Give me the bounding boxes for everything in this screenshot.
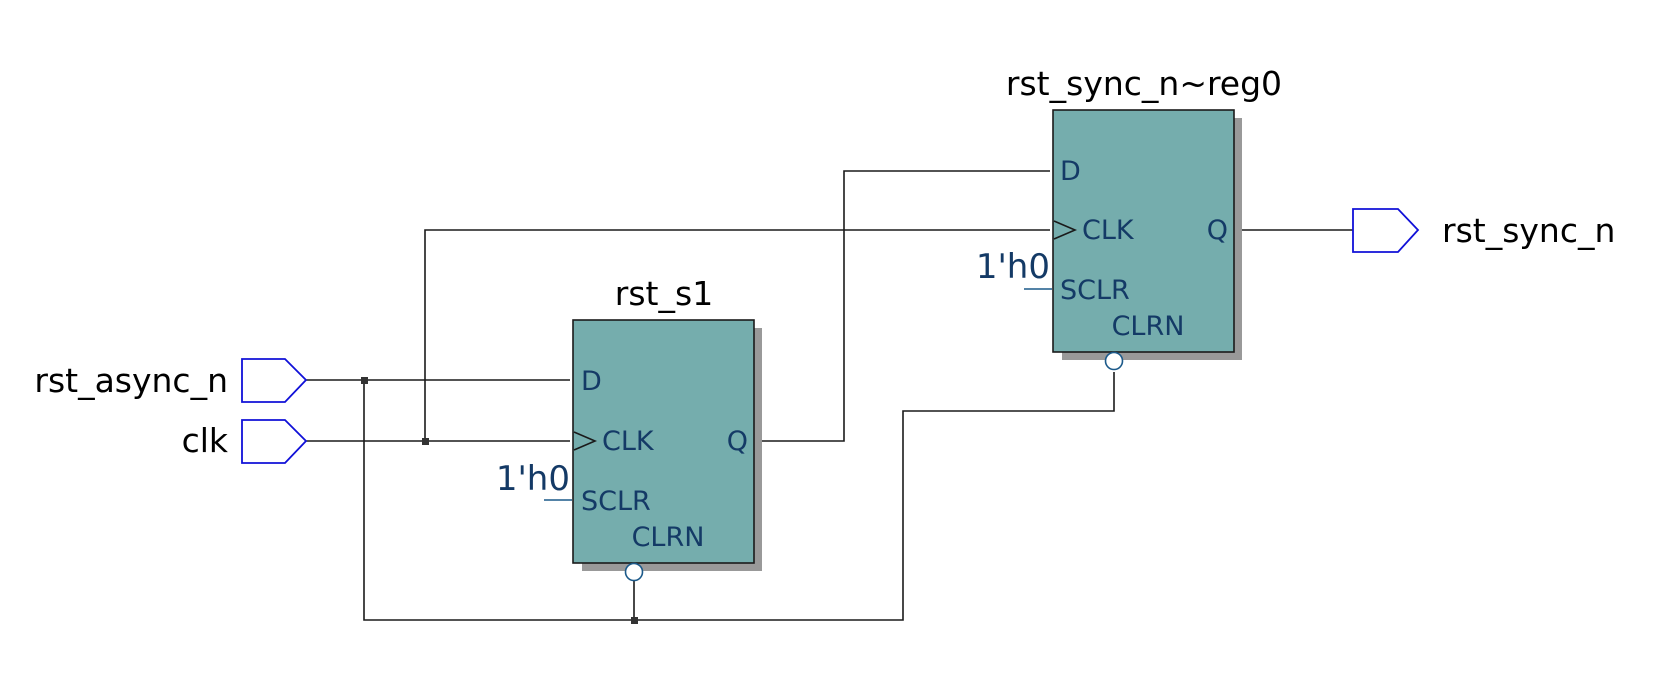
clock-input-icon [1053,220,1078,240]
pin-clk: CLK [1082,215,1135,246]
wire-clrn-net[interactable] [630,372,1115,621]
port-label-rst-async-n: rst_async_n [34,361,228,400]
port-label-clk: clk [182,421,229,460]
pin-sclr: SCLR [1060,275,1130,306]
input-port-clk[interactable]: clk [182,419,308,464]
input-port-icon [241,358,308,403]
wires [306,170,1353,624]
junction-dot [361,377,368,384]
register-title: rst_s1 [615,274,713,313]
wire-clk-to-reg0[interactable] [424,229,1050,441]
register-title: rst_sync_n~reg0 [1006,64,1282,103]
wire-s1q-to-reg0d[interactable] [755,170,1050,442]
pin-d: D [581,366,602,397]
clock-input-icon [573,431,598,451]
junction-dot [631,617,638,624]
pin-clk: CLK [602,426,655,457]
pin-q: Q [727,426,748,457]
junction-dot [422,438,429,445]
sclr-constant: 1'h0 [496,459,570,499]
register-rst-s1[interactable]: rst_s1 D CLK Q SCLR CLRN 1'h0 [496,274,762,582]
pin-q: Q [1207,215,1228,246]
port-label-rst-sync-n: rst_sync_n [1442,211,1615,250]
pin-clrn: CLRN [632,522,705,553]
input-port-icon [241,419,308,464]
sclr-constant: 1'h0 [976,247,1050,287]
pin-d: D [1060,156,1081,187]
output-port-rst-sync-n[interactable]: rst_sync_n [1352,208,1615,253]
pin-clrn: CLRN [1112,311,1185,342]
register-rst-sync-n-reg0[interactable]: rst_sync_n~reg0 D CLK Q SCLR CLRN 1'h0 [976,64,1282,371]
output-port-icon [1352,208,1420,253]
clrn-inversion-bubble-icon [624,562,644,582]
clrn-inversion-bubble-icon [1104,351,1124,371]
input-port-rst-async-n[interactable]: rst_async_n [34,358,308,403]
register-body [572,319,755,564]
register-body [1052,109,1235,353]
pin-sclr: SCLR [581,486,651,517]
wire-rst-async-to-clrn-net[interactable] [363,380,630,621]
